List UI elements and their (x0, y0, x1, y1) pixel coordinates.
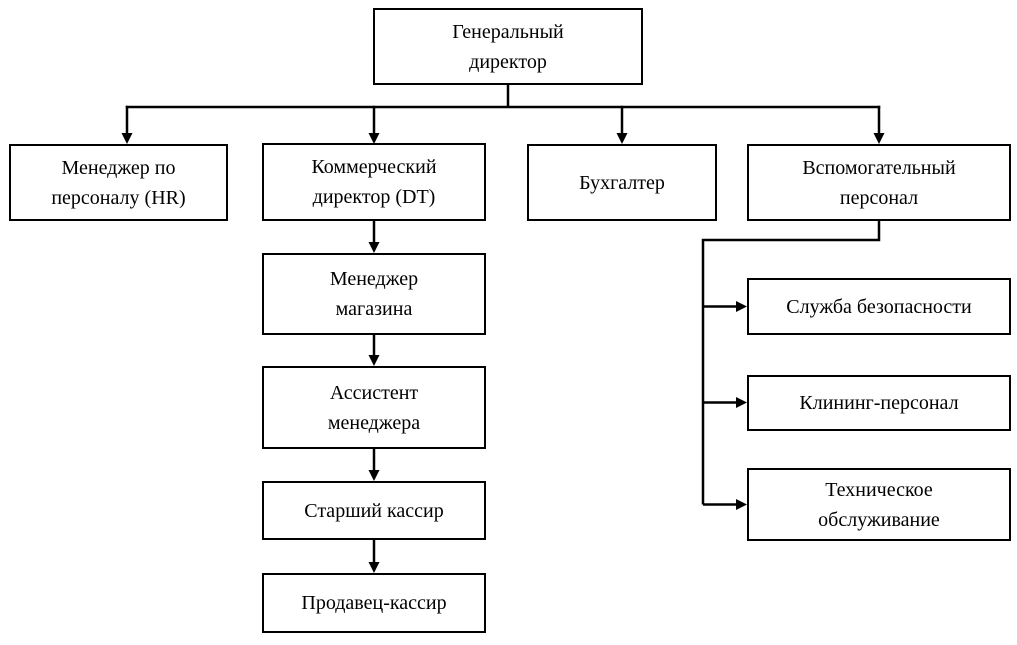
node-security-service: Служба безопасности (747, 278, 1011, 335)
node-cleaning-staff: Клининг-персонал (747, 375, 1011, 431)
connector-support-branch (701, 220, 881, 510)
node-label: Генеральный директор (452, 20, 564, 73)
node-label: Служба безопасности (786, 295, 972, 318)
node-label: Вспомогательный персонал (802, 156, 956, 209)
node-store-manager: Менеджер магазина (262, 253, 486, 335)
node-commercial-director: Коммерческий директор (DT) (262, 143, 486, 221)
connector-commercial-chain (368, 221, 380, 573)
node-assistant-manager: Ассистент менеджера (262, 366, 486, 449)
node-label: Менеджер магазина (329, 268, 419, 320)
node-sales-cashier: Продавец-кассир (262, 573, 486, 633)
connector-top-tier (121, 85, 885, 144)
node-senior-cashier: Старший кассир (262, 481, 486, 540)
node-support-staff: Вспомогательный персонал (747, 144, 1011, 221)
node-label: Продавец-кассир (301, 592, 447, 614)
node-label: Коммерческий директор (DT) (311, 156, 437, 208)
node-label: Менеджер по персоналу (HR) (51, 156, 186, 209)
node-label: Ассистент менеджера (327, 381, 421, 434)
node-general-director: Генеральный директор (373, 8, 643, 85)
node-label: Старший кассир (304, 499, 444, 522)
node-label: Бухгалтер (579, 171, 665, 194)
node-label: Клининг-персонал (799, 392, 959, 414)
node-accountant: Бухгалтер (527, 144, 717, 221)
node-label: Техническое обслуживание (818, 478, 940, 531)
node-maintenance: Техническое обслуживание (747, 468, 1011, 541)
node-hr-manager: Менеджер по персоналу (HR) (9, 144, 228, 221)
